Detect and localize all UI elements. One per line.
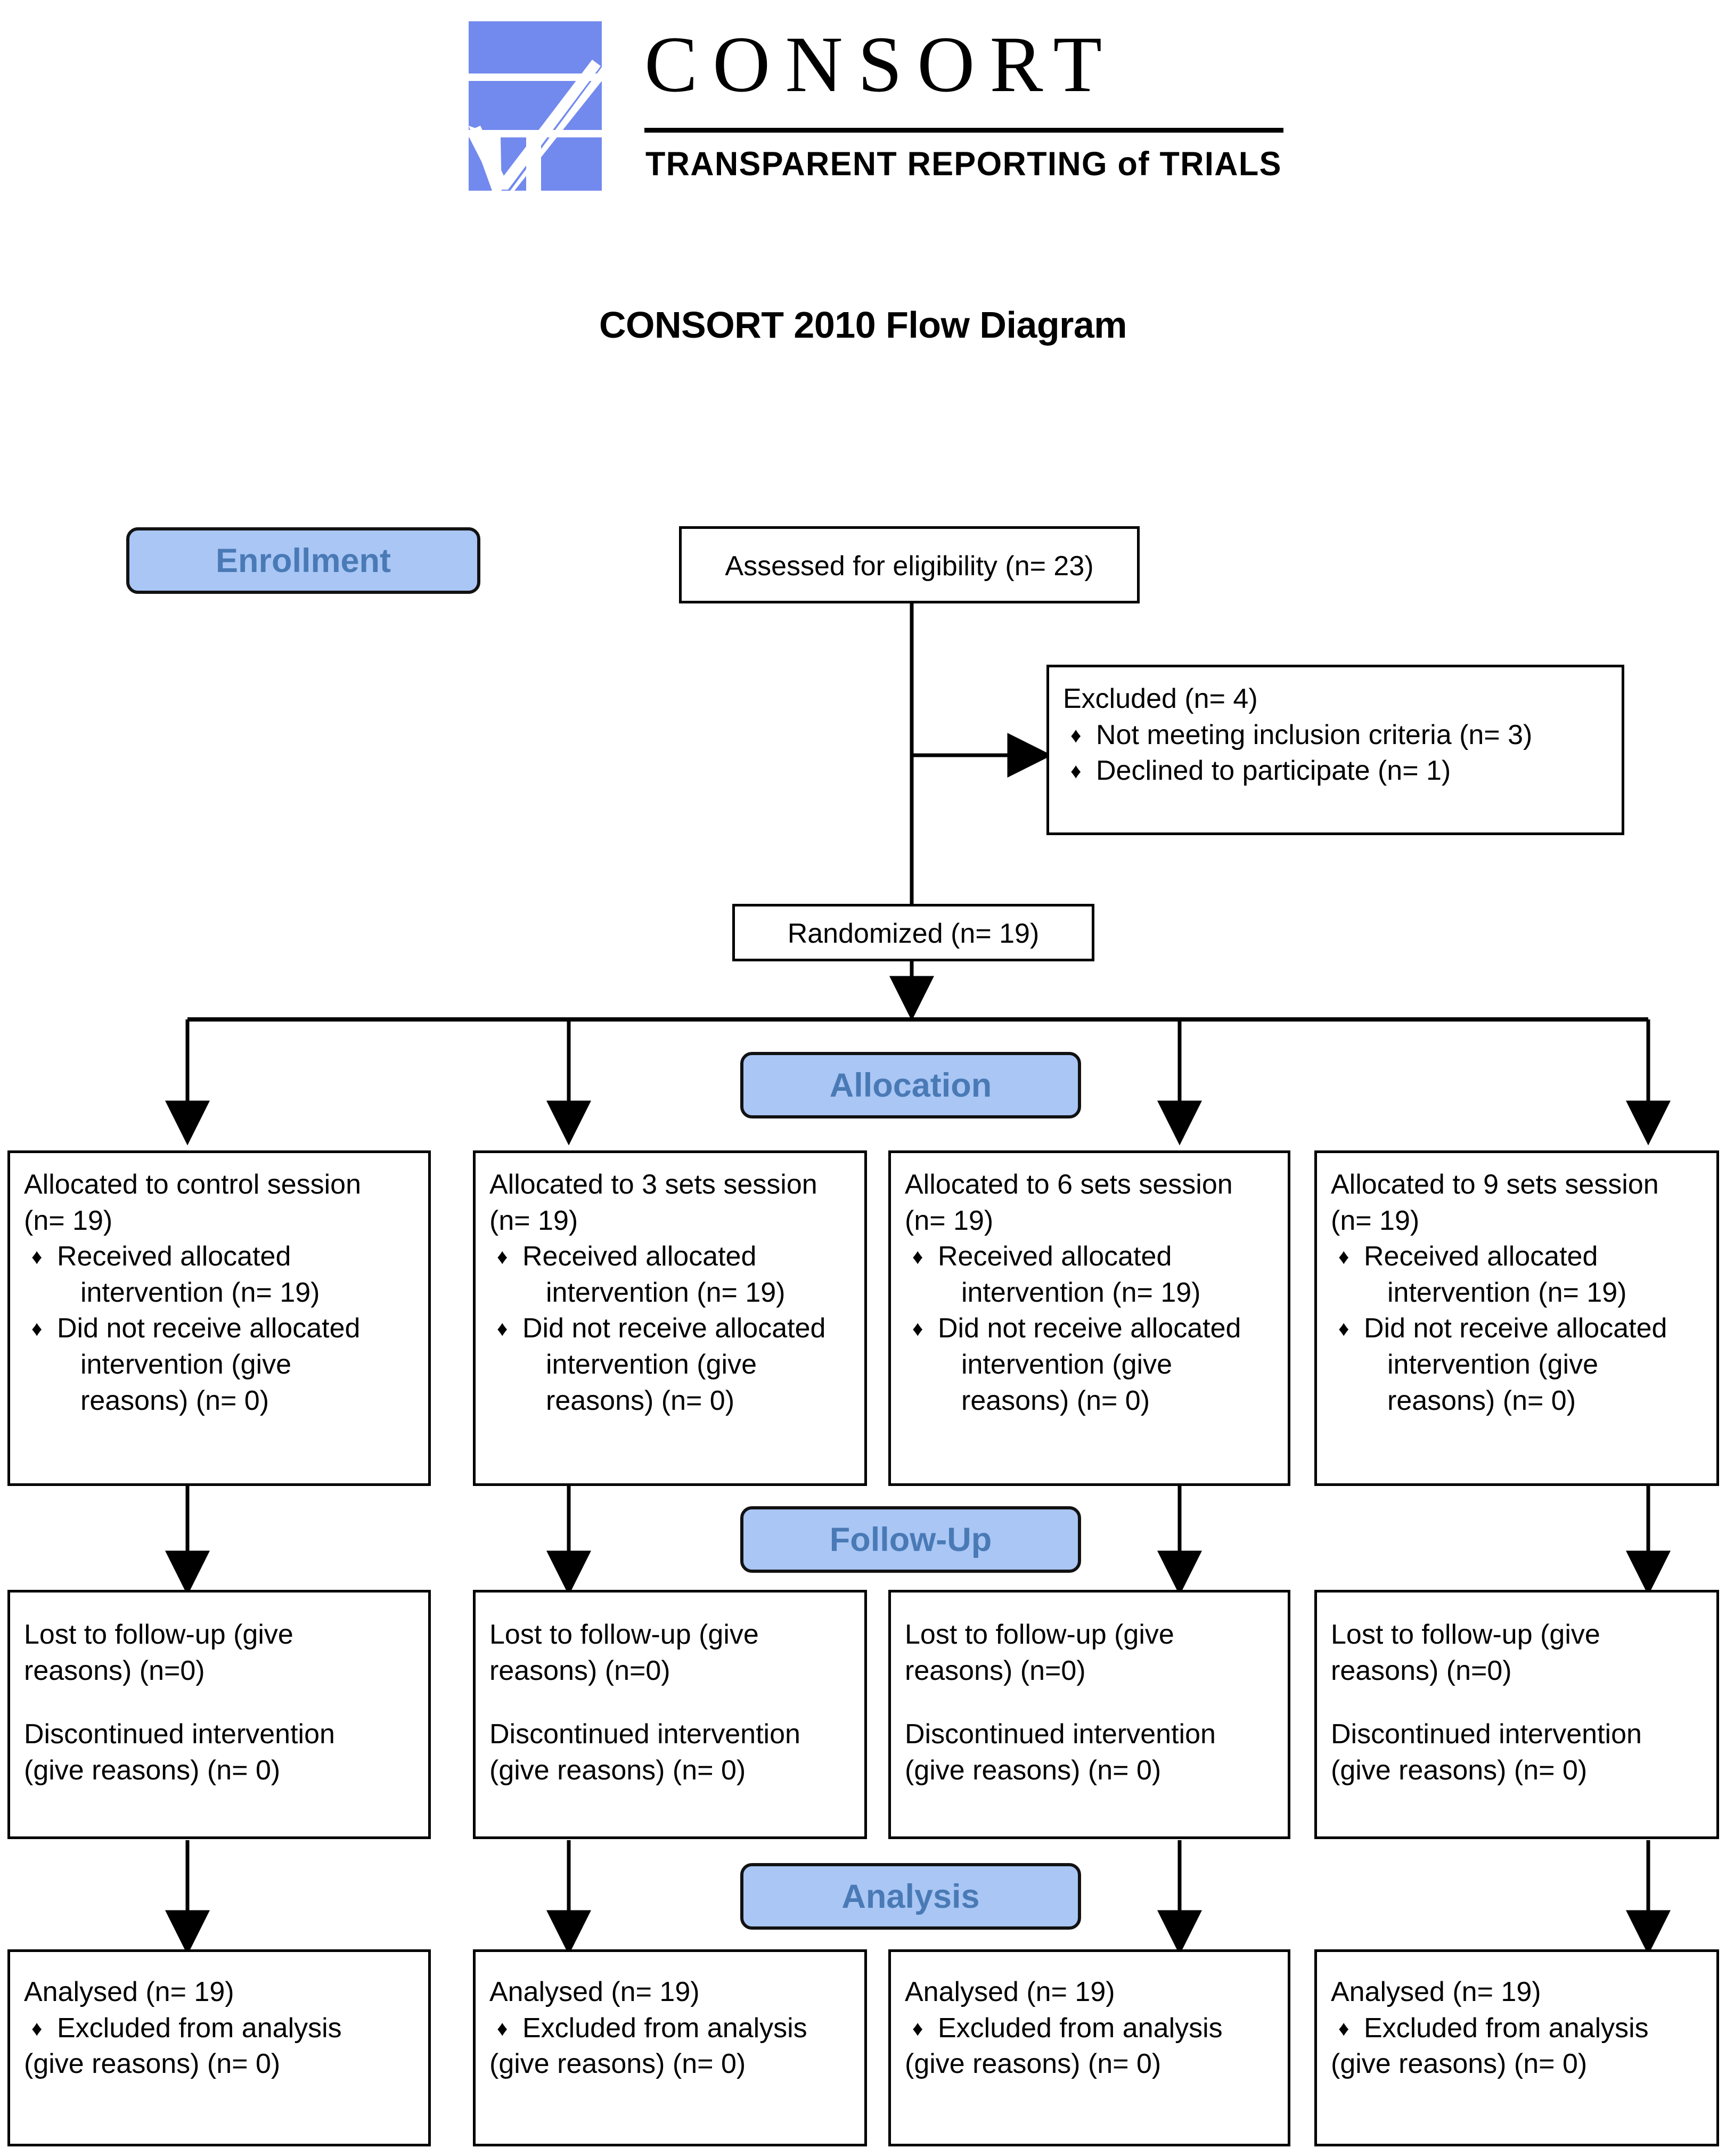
followup-line4: (give reasons) (n= 0) <box>1331 1754 1588 1786</box>
followup-line3: Discontinued intervention <box>905 1719 1216 1750</box>
diamond-bullet-icon: ♦ <box>1338 1245 1349 1269</box>
followup-line2: reasons) (n=0) <box>24 1655 205 1686</box>
allocation-heading-line2: (n= 19) <box>1331 1205 1420 1236</box>
consort-logo-mark-icon <box>469 21 612 192</box>
node-assessed-for-eligibility: Assessed for eligibility (n= 23) <box>679 526 1140 603</box>
followup-line4: (give reasons) (n= 0) <box>24 1754 281 1786</box>
allocation-bullet-2: ♦ Did not receive allocated intervention… <box>1331 1311 1703 1419</box>
stage-banner-followup: Follow-Up <box>740 1506 1081 1573</box>
allocation-bullet-2: ♦ Did not receive allocated intervention… <box>905 1311 1274 1419</box>
allocation-bullet-1: ♦ Received allocated intervention (n= 19… <box>1331 1239 1703 1311</box>
consort-rule-divider <box>644 128 1283 133</box>
analysis-line1: Analysed (n= 19) <box>905 1977 1115 2007</box>
followup-line1: Lost to follow-up (give <box>1331 1619 1600 1650</box>
allocation-heading-line1: Allocated to 9 sets session <box>1331 1169 1659 1200</box>
analysis-line3: (give reasons) (n= 0) <box>905 2048 1161 2080</box>
allocation-heading-line1: Allocated to 6 sets session <box>905 1169 1233 1200</box>
followup-spacer <box>1331 1689 1703 1717</box>
stage-banner-enrollment: Enrollment <box>126 527 480 594</box>
diamond-bullet-icon: ♦ <box>1338 1317 1349 1341</box>
analysis-line1: Analysed (n= 19) <box>24 1977 234 2007</box>
followup-line3: Discontinued intervention <box>1331 1719 1642 1750</box>
node-allocation-arm-2: Allocated to 3 sets session (n= 19) ♦ Re… <box>473 1150 867 1486</box>
followup-line1: Lost to follow-up (give <box>905 1619 1174 1650</box>
followup-spacer <box>24 1689 414 1717</box>
followup-line1: Lost to follow-up (give <box>489 1619 759 1650</box>
followup-line4: (give reasons) (n= 0) <box>905 1754 1161 1786</box>
diamond-bullet-icon: ♦ <box>31 1245 43 1269</box>
analysis-line3: (give reasons) (n= 0) <box>24 2048 281 2080</box>
node-followup-arm-1: Lost to follow-up (give reasons) (n=0) D… <box>7 1590 431 1839</box>
diamond-bullet-icon: ♦ <box>31 2016 43 2040</box>
excluded-heading: Excluded (n= 4) <box>1063 683 1258 714</box>
diamond-bullet-icon: ♦ <box>497 1317 508 1341</box>
allocation-bullet-1: ♦ Received allocated intervention (n= 19… <box>24 1239 414 1311</box>
node-followup-arm-4: Lost to follow-up (give reasons) (n=0) D… <box>1314 1590 1719 1839</box>
allocation-bullet-2: ♦ Did not receive allocated intervention… <box>24 1311 414 1419</box>
diamond-bullet-icon: ♦ <box>912 1317 923 1341</box>
page-title: CONSORT 2010 Flow Diagram <box>599 304 1127 346</box>
consort-logo: CONSORT TRANSPARENT REPORTING of TRIALS <box>469 21 1321 197</box>
analysis-line1: Analysed (n= 19) <box>1331 1977 1541 2007</box>
diamond-bullet-icon: ♦ <box>912 2016 923 2040</box>
analysis-bullet: ♦ Excluded from analysis <box>24 2011 414 2047</box>
excluded-bullet-1: ♦ Not meeting inclusion criteria (n= 3) <box>1063 717 1608 754</box>
followup-line2: reasons) (n=0) <box>905 1655 1086 1686</box>
consort-tagline: TRANSPARENT REPORTING of TRIALS <box>645 145 1282 183</box>
node-excluded: Excluded (n= 4) ♦ Not meeting inclusion … <box>1046 665 1624 835</box>
node-allocation-arm-4: Allocated to 9 sets session (n= 19) ♦ Re… <box>1314 1150 1719 1486</box>
analysis-bullet: ♦ Excluded from analysis <box>1331 2011 1703 2047</box>
analysis-bullet: ♦ Excluded from analysis <box>905 2011 1274 2047</box>
node-followup-arm-2: Lost to follow-up (give reasons) (n=0) D… <box>473 1590 867 1839</box>
randomized-text: Randomized (n= 19) <box>787 918 1040 950</box>
analysis-line3: (give reasons) (n= 0) <box>489 2048 746 2080</box>
diamond-bullet-icon: ♦ <box>31 1317 43 1341</box>
node-analysis-arm-1: Analysed (n= 19) ♦ Excluded from analysi… <box>7 1949 431 2146</box>
followup-spacer <box>905 1689 1274 1717</box>
allocation-bullet-2: ♦ Did not receive allocated intervention… <box>489 1311 850 1419</box>
assessed-text: Assessed for eligibility (n= 23) <box>725 550 1094 582</box>
followup-line2: reasons) (n=0) <box>1331 1655 1512 1686</box>
diamond-bullet-icon: ♦ <box>912 1245 923 1269</box>
diamond-bullet-icon: ♦ <box>1338 2016 1349 2040</box>
followup-line3: Discontinued intervention <box>24 1719 335 1750</box>
allocation-heading-line1: Allocated to control session <box>24 1169 362 1200</box>
stage-banner-allocation: Allocation <box>740 1052 1081 1118</box>
diamond-bullet-icon: ♦ <box>497 2016 508 2040</box>
diamond-bullet-icon: ♦ <box>1070 760 1082 783</box>
allocation-bullet-1: ♦ Received allocated intervention (n= 19… <box>489 1239 850 1311</box>
followup-line1: Lost to follow-up (give <box>24 1619 293 1650</box>
excluded-bullet-2: ♦ Declined to participate (n= 1) <box>1063 753 1608 789</box>
analysis-bullet: ♦ Excluded from analysis <box>489 2011 850 2047</box>
node-allocation-arm-1: Allocated to control session (n= 19) ♦ R… <box>7 1150 431 1486</box>
analysis-line3: (give reasons) (n= 0) <box>1331 2048 1588 2080</box>
diamond-bullet-icon: ♦ <box>1070 723 1082 747</box>
stage-banner-analysis: Analysis <box>740 1863 1081 1930</box>
diamond-bullet-icon: ♦ <box>497 1245 508 1269</box>
followup-line2: reasons) (n=0) <box>489 1655 670 1686</box>
followup-line4: (give reasons) (n= 0) <box>489 1754 746 1786</box>
allocation-heading-line1: Allocated to 3 sets session <box>489 1169 817 1200</box>
allocation-heading-line2: (n= 19) <box>905 1205 994 1236</box>
allocation-heading-line2: (n= 19) <box>489 1205 578 1236</box>
node-analysis-arm-3: Analysed (n= 19) ♦ Excluded from analysi… <box>888 1949 1290 2146</box>
allocation-heading-line2: (n= 19) <box>24 1205 113 1236</box>
analysis-line1: Analysed (n= 19) <box>489 1977 700 2007</box>
followup-line3: Discontinued intervention <box>489 1719 800 1750</box>
allocation-bullet-1: ♦ Received allocated intervention (n= 19… <box>905 1239 1274 1311</box>
node-allocation-arm-3: Allocated to 6 sets session (n= 19) ♦ Re… <box>888 1150 1290 1486</box>
node-followup-arm-3: Lost to follow-up (give reasons) (n=0) D… <box>888 1590 1290 1839</box>
followup-spacer <box>489 1689 850 1717</box>
node-analysis-arm-2: Analysed (n= 19) ♦ Excluded from analysi… <box>473 1949 867 2146</box>
consort-wordmark: CONSORT <box>644 20 1117 109</box>
node-analysis-arm-4: Analysed (n= 19) ♦ Excluded from analysi… <box>1314 1949 1719 2146</box>
node-randomized: Randomized (n= 19) <box>732 904 1094 961</box>
consort-logo-text: CONSORT TRANSPARENT REPORTING of TRIALS <box>644 21 1315 197</box>
